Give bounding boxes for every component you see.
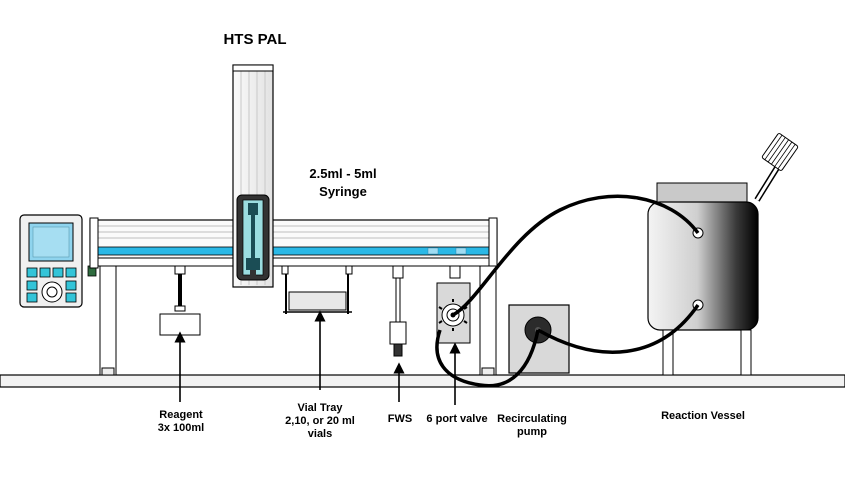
labels: Reagent 3x 100ml Vial Tray 2,10, or 20 m…	[158, 402, 745, 440]
reagent-label-line1: Reagent	[159, 409, 203, 421]
reaction-vessel	[647, 133, 799, 376]
control-terminal	[19, 214, 97, 308]
vial-tray	[281, 265, 353, 314]
syringe-head	[236, 194, 270, 281]
tubing	[435, 194, 700, 388]
bench	[0, 374, 845, 388]
pump-label-line1: Recirculating	[497, 413, 567, 425]
vessel-label: Reaction Vessel	[661, 410, 745, 422]
vial-tray-label-line1: Vial Tray	[297, 402, 343, 414]
reagent-label-line2: 3x 100ml	[158, 422, 204, 434]
x-rail	[89, 217, 498, 376]
diagram-title: HTS PAL	[223, 31, 286, 48]
vial-tray-label-line2: 2,10, or 20 ml	[285, 415, 355, 427]
reagent-module	[159, 265, 201, 336]
syringe-label-line1: 2.5ml - 5ml	[309, 166, 376, 181]
vial-tray-label-line3: vials	[308, 428, 332, 440]
fws-label: FWS	[388, 413, 412, 425]
terminal-keys	[26, 267, 77, 303]
pump-label-line2: pump	[517, 426, 547, 438]
fws-module	[389, 265, 407, 357]
valve-label: 6 port valve	[426, 413, 487, 425]
syringe-label-line2: Syringe	[319, 184, 367, 199]
